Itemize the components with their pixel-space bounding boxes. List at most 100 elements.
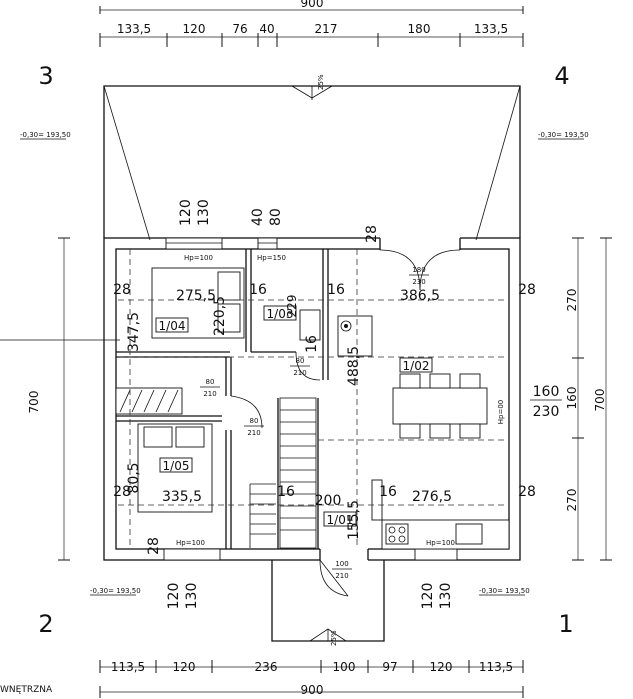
room-1-03: 1/03 xyxy=(267,307,294,321)
dim-16-e: 16 xyxy=(304,335,320,353)
level-top-left: -0,30= 193,50 xyxy=(20,131,71,139)
door-100: 100 xyxy=(335,560,348,568)
corner-1: 1 xyxy=(558,610,573,638)
dim-386: 386,5 xyxy=(400,288,440,304)
footer-label: WNĘTRZNA xyxy=(0,685,53,695)
dim-28-e: 28 xyxy=(364,225,380,243)
dim-200: 200 xyxy=(315,493,342,509)
top-seg-3: 76 xyxy=(232,22,247,36)
dim-275: 275,5 xyxy=(176,288,216,304)
wardrobe xyxy=(115,387,183,415)
door-swings xyxy=(230,249,461,597)
right-outer-dim: 700 xyxy=(593,389,607,412)
hp00: Hp=00 xyxy=(497,400,505,424)
windows-top xyxy=(163,237,458,561)
level-bottom-right: -0,30= 193,50 xyxy=(479,587,530,595)
win-top-a2: 130 xyxy=(196,199,212,226)
top-total-dim: 900 xyxy=(301,0,324,10)
level-bottom-left: -0,30= 193,50 xyxy=(90,587,141,595)
room-1-02: 1/02 xyxy=(403,359,430,373)
door-80-b: 80 xyxy=(250,417,259,425)
bottom-total-dim: 900 xyxy=(301,683,324,697)
dim-220: 220,5 xyxy=(212,296,228,336)
corner-2: 2 xyxy=(38,610,53,638)
bottom-seg-7: 113,5 xyxy=(479,660,513,674)
win-br-1: 120 xyxy=(420,583,436,610)
top-seg-1: 133,5 xyxy=(117,22,151,36)
dim-16-d: 16 xyxy=(379,484,397,500)
hp100-top: Hp=100 xyxy=(184,254,213,262)
corner-4: 4 xyxy=(554,62,569,90)
dining-table xyxy=(392,373,488,439)
level-marks: -0,30= 193,50 -0,30= 193,50 -0,30= 193,5… xyxy=(20,131,589,596)
right-160: 160 xyxy=(533,384,560,400)
dim-335: 335,5 xyxy=(162,489,202,505)
dim-28-d: 28 xyxy=(518,484,536,500)
roof-outline: 25% xyxy=(103,74,521,241)
room-labels: 1/04 1/03 1/02 1/05 1/01 xyxy=(155,305,433,527)
kitchen xyxy=(371,479,510,550)
room-1-01: 1/01 xyxy=(327,513,354,527)
top-seg-5: 217 xyxy=(315,22,338,36)
dim-16-c: 16 xyxy=(277,484,295,500)
right-inner-3: 270 xyxy=(565,489,579,512)
dim-28-b: 28 xyxy=(518,282,536,298)
win-top-b1: 40 xyxy=(250,208,266,226)
hp150: Hp=150 xyxy=(257,254,286,262)
roof-slope-bottom: 25% xyxy=(330,630,338,646)
corner-3: 3 xyxy=(38,62,53,90)
dim-488: 488,5 xyxy=(346,346,362,386)
section-lines xyxy=(0,249,508,548)
bottom-seg-4: 100 xyxy=(333,660,356,674)
bottom-seg-3: 236 xyxy=(255,660,278,674)
opening-labels: 180 230 80 210 80 210 80 210 100 210 Hp=… xyxy=(176,266,562,580)
win-bl-2: 130 xyxy=(184,583,200,610)
win-bl-1: 120 xyxy=(166,583,182,610)
hp100-br: Hp=100 xyxy=(426,539,455,547)
dim-347: 347,5 xyxy=(126,312,142,352)
door-210-c: 210 xyxy=(293,369,306,377)
dim-276: 276,5 xyxy=(412,489,452,505)
door-80-c: 80 xyxy=(296,357,305,365)
dim-229: 229 xyxy=(285,295,299,318)
right-230: 230 xyxy=(533,404,560,420)
top-seg-6: 180 xyxy=(408,22,431,36)
entrance-canopy: 25% xyxy=(271,560,385,646)
bottom-seg-5: 97 xyxy=(382,660,397,674)
bottom-seg-2: 120 xyxy=(173,660,196,674)
right-inner-2: 160 xyxy=(565,387,579,410)
dim-16-a: 16 xyxy=(249,282,267,298)
left-outer-dim: 700 xyxy=(27,391,41,414)
right-dimension-chains: 270 160 270 700 xyxy=(565,237,612,561)
top-seg-2: 120 xyxy=(183,22,206,36)
roof-slope-top: 25% xyxy=(317,74,325,90)
left-dimension-chain: 700 xyxy=(27,237,70,561)
bottom-dimension-chain: 113,5 120 236 100 97 120 113,5 900 xyxy=(99,660,524,698)
door-210-d: 210 xyxy=(335,572,348,580)
dim-28-c: 28 xyxy=(113,484,131,500)
bathroom-fixtures xyxy=(299,309,373,357)
room-1-05: 1/05 xyxy=(163,459,190,473)
top-seg-4: 40 xyxy=(259,22,274,36)
top-seg-7: 133,5 xyxy=(474,22,508,36)
door-210-a: 210 xyxy=(203,390,216,398)
stairs xyxy=(249,397,317,549)
top-dimension-chain: 900 133,5 120 76 40 217 180 133,5 xyxy=(99,0,524,47)
door-230: 230 xyxy=(412,278,425,286)
outer-walls xyxy=(103,236,521,562)
dim-80-5: 80,5 xyxy=(126,462,142,493)
dim-28-a: 28 xyxy=(113,282,131,298)
right-inner-1: 270 xyxy=(565,289,579,312)
room-dimensions: 275,5 386,5 347,5 488,5 335,5 276,5 200 … xyxy=(113,225,536,555)
dim-155: 155,5 xyxy=(346,500,362,540)
bottom-seg-1: 113,5 xyxy=(111,660,145,674)
internal-walls xyxy=(116,249,329,549)
bottom-seg-6: 120 xyxy=(430,660,453,674)
win-br-2: 130 xyxy=(438,583,454,610)
room-1-04: 1/04 xyxy=(159,319,186,333)
win-top-a1: 120 xyxy=(178,199,194,226)
door-80-a: 80 xyxy=(206,378,215,386)
door-180: 180 xyxy=(412,266,425,274)
dim-16-b: 16 xyxy=(327,282,345,298)
